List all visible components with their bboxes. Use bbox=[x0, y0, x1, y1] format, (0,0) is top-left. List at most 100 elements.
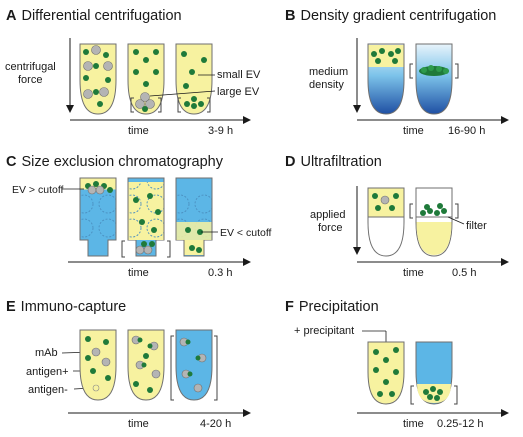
small-ev bbox=[183, 83, 189, 89]
small-ev bbox=[142, 106, 148, 112]
small-ev bbox=[105, 77, 111, 83]
ev bbox=[155, 209, 161, 215]
ev bbox=[189, 245, 195, 251]
ev bbox=[103, 339, 109, 345]
panel-e-tube-3 bbox=[175, 329, 213, 401]
ev bbox=[185, 227, 191, 233]
panel-b-tube-2 bbox=[415, 43, 453, 115]
small-ev bbox=[93, 63, 99, 69]
fraction-bracket bbox=[121, 240, 125, 258]
panel-b-axis-label: medium density bbox=[309, 66, 351, 91]
leader-line bbox=[149, 90, 216, 97]
ev bbox=[420, 210, 426, 216]
panel-a-tube-2 bbox=[127, 43, 165, 115]
large-ev bbox=[140, 92, 150, 102]
small-ev bbox=[181, 51, 187, 57]
small-ev-label: small EV bbox=[217, 69, 261, 81]
bound-ev bbox=[137, 337, 143, 343]
ev bbox=[147, 387, 153, 393]
antigen-neg-label: antigen- bbox=[28, 384, 68, 396]
small-ev bbox=[83, 49, 89, 55]
ev bbox=[428, 65, 434, 71]
band-bracket bbox=[409, 63, 413, 79]
ev bbox=[436, 66, 442, 72]
ev bbox=[85, 355, 91, 361]
ev bbox=[141, 241, 147, 247]
ev bbox=[389, 205, 395, 211]
ev bbox=[373, 367, 379, 373]
filter-label: filter bbox=[466, 220, 487, 232]
large-ev bbox=[87, 185, 97, 195]
small-ev bbox=[198, 101, 204, 107]
large-ev bbox=[95, 185, 105, 195]
large-ev bbox=[135, 99, 145, 109]
panel-c-time-label: time bbox=[128, 267, 149, 279]
ev bbox=[372, 193, 378, 199]
ev bbox=[383, 379, 389, 385]
small-ev bbox=[184, 101, 190, 107]
ev bbox=[395, 48, 401, 54]
ev bbox=[377, 391, 383, 397]
ev bbox=[197, 229, 203, 235]
ev bbox=[383, 357, 389, 363]
fraction-bracket bbox=[167, 240, 171, 258]
panel-b-time-label: time bbox=[403, 125, 424, 137]
ev bbox=[424, 204, 430, 210]
small-ev bbox=[153, 69, 159, 75]
bound-ev bbox=[185, 339, 191, 345]
sample-band bbox=[176, 222, 212, 240]
ev-lt-cutoff-label: EV < cutoff bbox=[220, 227, 272, 239]
ev bbox=[393, 347, 399, 353]
small-ev bbox=[189, 69, 195, 75]
ev bbox=[375, 58, 381, 64]
pellet-bracket bbox=[207, 97, 211, 113]
ev bbox=[379, 48, 385, 54]
panel-d-axis-label: applied force bbox=[310, 209, 349, 234]
small-ev bbox=[133, 69, 139, 75]
large-ev bbox=[99, 87, 109, 97]
ev bbox=[393, 193, 399, 199]
ev bbox=[389, 391, 395, 397]
large-ev-label: large EV bbox=[217, 86, 260, 98]
large-ev bbox=[83, 89, 93, 99]
leader-line bbox=[447, 216, 465, 225]
panel-f-tube-1 bbox=[367, 341, 405, 405]
filtrate bbox=[416, 222, 452, 255]
panel-d-duration: 0.5 h bbox=[452, 267, 476, 279]
panel-e-time-label: time bbox=[128, 418, 149, 430]
ev bbox=[392, 58, 398, 64]
ev bbox=[375, 205, 381, 211]
bound-ev bbox=[147, 343, 153, 349]
small-ev bbox=[83, 75, 89, 81]
large-ev bbox=[103, 61, 113, 71]
ev bbox=[93, 181, 99, 187]
panel-a-duration: 3-9 h bbox=[208, 125, 233, 137]
ev bbox=[393, 369, 399, 375]
ev bbox=[443, 68, 449, 74]
ev bbox=[437, 389, 443, 395]
panel-b-duration: 16-90 h bbox=[448, 125, 485, 137]
ev bbox=[373, 349, 379, 355]
ev bbox=[149, 241, 155, 247]
small-ev bbox=[97, 101, 103, 107]
ev bbox=[133, 197, 139, 203]
small-ev bbox=[153, 49, 159, 55]
precipitant-label: + precipitant bbox=[294, 325, 354, 337]
ev bbox=[430, 386, 436, 392]
large-ev bbox=[145, 99, 155, 109]
ev bbox=[434, 395, 440, 401]
mab-bead bbox=[151, 369, 161, 379]
ev bbox=[85, 336, 91, 342]
panel-a-time-label: time bbox=[128, 125, 149, 137]
bound-ev bbox=[141, 362, 147, 368]
ev bbox=[388, 51, 394, 57]
